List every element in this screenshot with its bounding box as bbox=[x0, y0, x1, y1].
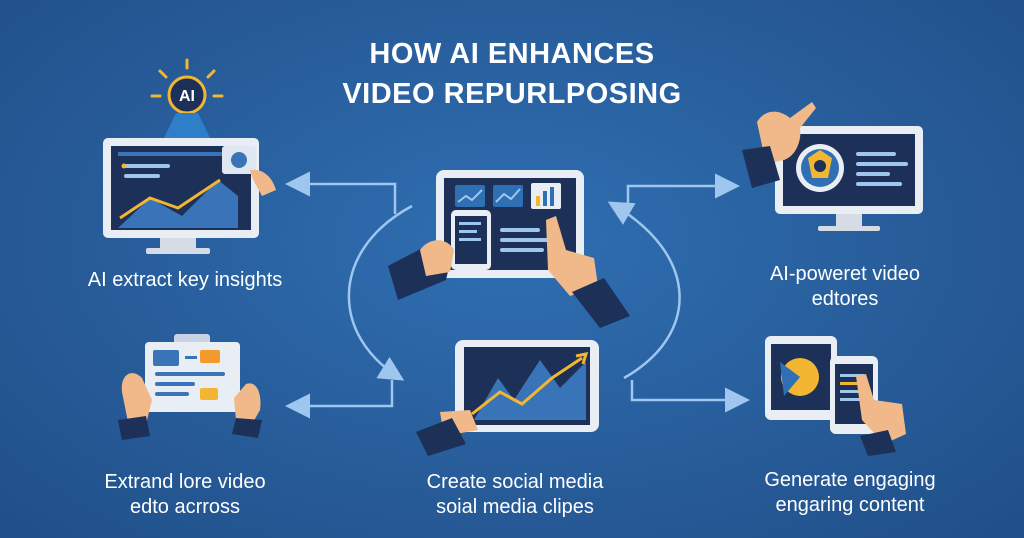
node-label-top-right: AI-poweret video edtores bbox=[769, 263, 921, 310]
insights-monitor-icon: AI bbox=[103, 58, 276, 254]
tablet-analytics-icon bbox=[388, 170, 630, 328]
arc-right bbox=[607, 201, 681, 380]
engaging-content-devices-icon bbox=[765, 336, 906, 456]
ai-badge-text: AI bbox=[179, 88, 195, 105]
title-line-2: VIDEO REPURLPOSING bbox=[342, 78, 682, 110]
node-label-bottom-center: Create social media soial media clipes bbox=[426, 471, 604, 518]
ai-bulb-icon: AI bbox=[150, 58, 224, 140]
page-title: HOW AI ENHANCES VIDEO REPURLPOSING bbox=[262, 34, 762, 114]
arc-left bbox=[347, 204, 413, 381]
video-editor-monitor-icon bbox=[742, 102, 923, 231]
node-label-top-left: AI extract key insights bbox=[87, 269, 283, 291]
node-label-bottom-right: Generate engaging engaring content bbox=[764, 469, 936, 516]
social-clips-tablet-icon bbox=[416, 340, 599, 456]
arrow-bottom-right bbox=[630, 380, 750, 413]
content-card-icon bbox=[118, 334, 262, 440]
arrow-bottom-left bbox=[285, 380, 394, 419]
connector-arrows bbox=[285, 171, 750, 419]
title-line-1: HOW AI ENHANCES bbox=[369, 38, 655, 70]
node-label-bottom-left: Extrand lore video edto acrross bbox=[104, 471, 266, 518]
arrow-top-right bbox=[626, 173, 740, 208]
arrow-top-left bbox=[285, 171, 397, 214]
